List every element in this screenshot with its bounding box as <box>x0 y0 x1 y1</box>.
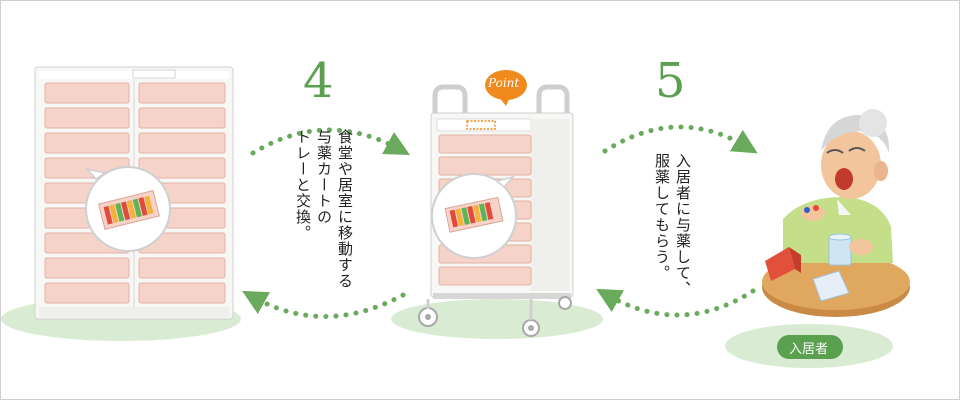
resident-label-pill <box>777 335 843 359</box>
step-4-line-1: 食堂や居室に移動する <box>336 129 354 289</box>
step-5-line-1: 入居者に与薬して、 <box>674 153 692 297</box>
resident-illustration <box>762 109 910 317</box>
resident-label: 入居者 <box>789 342 829 357</box>
step-4-line-3: トレーと交換。 <box>294 129 312 241</box>
point-label: Point <box>488 76 520 90</box>
arrow-cart-to-resident <box>602 124 758 154</box>
ground-ellipse-cart <box>391 299 603 339</box>
arrow-cart-to-cabinet <box>242 290 406 319</box>
step-5-line-2: 服薬してもらう。 <box>653 153 671 281</box>
tray-zoom-callout-cabinet <box>84 166 171 252</box>
step-4-line-2: 与薬カートの <box>315 129 333 225</box>
arrow-cabinet-to-cart <box>250 127 410 156</box>
point-badge-shape <box>485 70 527 106</box>
tray-zoom-callout-cart <box>431 173 517 259</box>
arrow-resident-to-cart <box>596 288 756 318</box>
step-number-5: 5 <box>655 53 686 109</box>
point-badge: Point <box>484 70 528 106</box>
step-number-4: 4 <box>303 53 334 109</box>
